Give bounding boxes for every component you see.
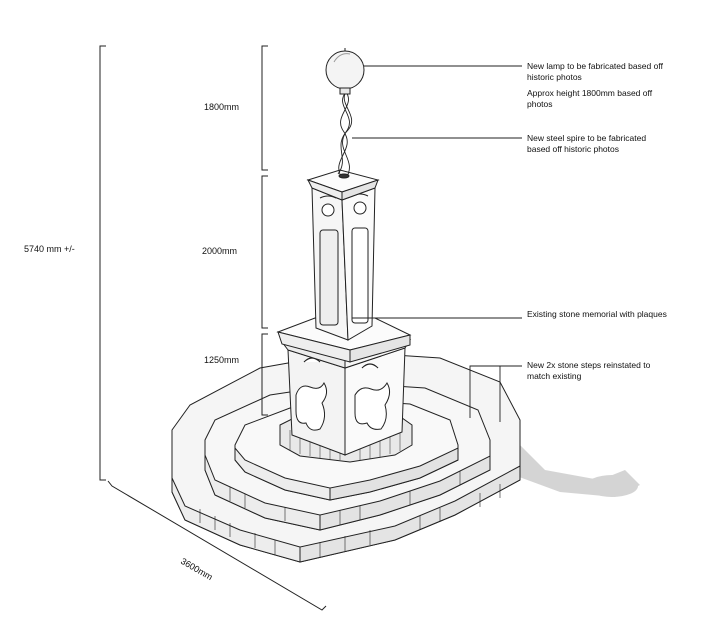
leader-lines [352, 65, 522, 422]
lamp-height-note-line2: photos [527, 99, 553, 109]
lamp-height-label: 1800mm [204, 102, 240, 112]
steps-note-line1: New 2x stone steps reinstated to [527, 360, 651, 370]
lamp-height-dim [261, 45, 268, 171]
overall-height-label: 5740 mm +/- [24, 244, 75, 254]
lamp-globe [325, 48, 365, 95]
column-height-dim [261, 175, 268, 329]
steps-note-line2: match existing [527, 371, 582, 381]
lamp-height-note-line1: Approx height 1800mm based off [527, 88, 653, 98]
obelisk-column [306, 169, 380, 341]
spire-note-line2: based off historic photos [527, 144, 619, 154]
spire-note-line1: New steel spire to be fabricated [527, 133, 647, 143]
overall-height-dim [99, 45, 106, 481]
base-height-dim [261, 333, 268, 416]
base-height-label: 1250mm [204, 355, 240, 365]
lamp-note-line1: New lamp to be fabricated based off [527, 61, 663, 71]
memorial-note: Existing stone memorial with plaques [527, 309, 667, 319]
lamp-height-note: Approx height 1800mm based off photos [527, 88, 652, 110]
spire-note: New steel spire to be fabricated based o… [527, 133, 646, 155]
base-width-dim [107, 480, 327, 611]
lamp-note-line2: historic photos [527, 72, 582, 82]
pedestal [280, 339, 412, 456]
dimension-lines [99, 45, 327, 611]
lamp-note: New lamp to be fabricated based off hist… [527, 61, 663, 83]
steps-leader-b [470, 365, 501, 422]
steel-spire [337, 91, 353, 179]
steps-note: New 2x stone steps reinstated to match e… [527, 360, 650, 382]
column-height-label: 2000mm [202, 246, 238, 256]
